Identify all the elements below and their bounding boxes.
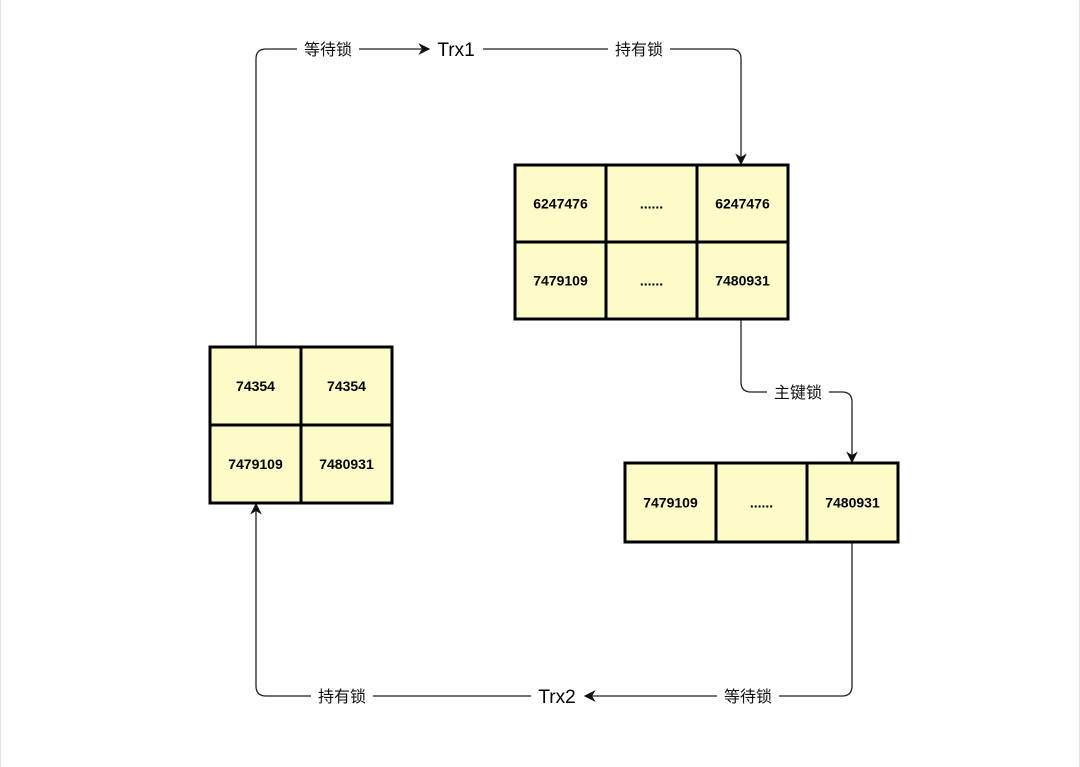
svg-text:持有锁: 持有锁 <box>615 40 663 59</box>
table-cell <box>299 423 394 505</box>
table-cell-value: 74354 <box>236 378 275 394</box>
table-cell-value: 7479109 <box>228 456 283 472</box>
trx2-node: Trx2 <box>531 683 583 709</box>
table-cell <box>513 163 608 244</box>
table-cell <box>805 461 900 544</box>
edge-left-table-to-trx1 <box>255 43 431 348</box>
table-cell <box>604 240 699 321</box>
table-cell <box>695 240 790 321</box>
edge-label-bottom-right: 等待锁 <box>717 685 779 707</box>
table-cell <box>714 461 809 544</box>
edge-trx1-to-upper-table <box>483 48 747 166</box>
table-cell-value: 7480931 <box>319 456 374 472</box>
table-cell-value: ...... <box>640 273 663 289</box>
edge-lower-table-to-trx2 <box>583 542 853 702</box>
svg-text:等待锁: 等待锁 <box>724 687 772 706</box>
table-cell <box>623 461 718 544</box>
table-cell-value: 7480931 <box>715 273 770 289</box>
svg-text:等待锁: 等待锁 <box>304 40 352 59</box>
table-cell-value: ...... <box>640 196 663 212</box>
edge-trx2-to-left-table <box>250 502 533 697</box>
table-cell-value: 6247476 <box>715 196 770 212</box>
table-cell-value: 7479109 <box>533 273 588 289</box>
svg-text:Trx1: Trx1 <box>437 40 474 61</box>
table-cell <box>299 345 394 427</box>
edge-label-bottom-left: 持有锁 <box>311 685 373 707</box>
lock-table-left: 74354 74354 7479109 7480931 <box>208 345 394 505</box>
lock-table-lower-right: 7479109...... 7480931 <box>623 461 900 544</box>
edge-label-middle-right: 主键锁 <box>767 381 829 403</box>
edge-label-top-left: 等待锁 <box>297 38 359 60</box>
table-cell-value: 6247476 <box>533 196 588 212</box>
table-cell-value: ...... <box>750 495 773 511</box>
lock-table-upper-right: 6247476...... 6247476 7479109...... 7480931 <box>513 163 790 321</box>
trx1-node: Trx1 <box>431 36 481 62</box>
edge-label-top-right: 持有锁 <box>608 38 670 60</box>
table-cell-value: 74354 <box>327 378 366 394</box>
table-cell <box>513 240 608 321</box>
svg-text:持有锁: 持有锁 <box>318 687 366 706</box>
svg-text:Trx2: Trx2 <box>538 687 575 708</box>
svg-text:主键锁: 主键锁 <box>774 383 822 402</box>
table-cell <box>695 163 790 244</box>
table-cell-value: 7480931 <box>825 495 880 511</box>
table-cell-value: 7479109 <box>643 495 698 511</box>
